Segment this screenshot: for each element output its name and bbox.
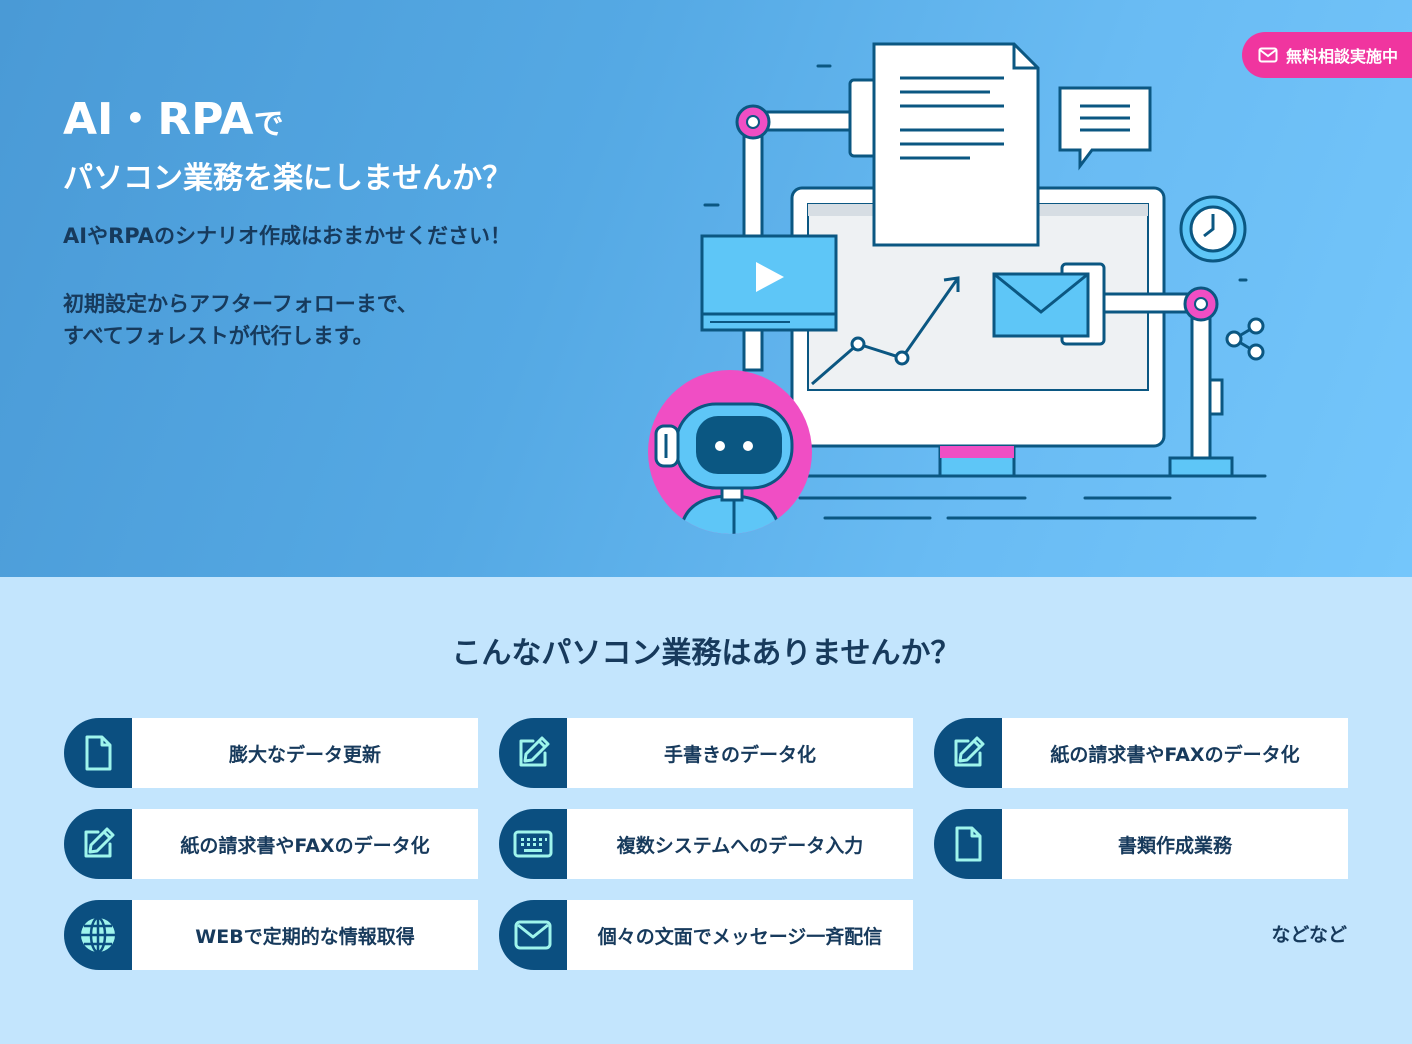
document-icon (64, 718, 132, 788)
problem-label: 紙の請求書やFAXのデータ化 (1002, 718, 1348, 788)
problem-card: WEBで定期的な情報取得 (64, 900, 478, 970)
globe-icon (64, 900, 132, 970)
problem-card: 手書きのデータ化 (499, 718, 913, 788)
problem-card: 個々の文面でメッセージ一斉配信 (499, 900, 913, 970)
hero-body-line1: 初期設定からアフターフォローまで、 (63, 292, 418, 316)
document-icon (934, 809, 1002, 879)
problem-card: 紙の請求書やFAXのデータ化 (934, 718, 1348, 788)
envelope-icon (499, 900, 567, 970)
free-consultation-button[interactable]: 無料相談実施中 (1242, 32, 1412, 78)
envelope-icon (1258, 47, 1278, 63)
problem-label: 複数システムへのデータ入力 (567, 809, 913, 879)
problem-card: 書類作成業務 (934, 809, 1348, 879)
hero-title: AI・RPAで パソコン業務を楽にしませんか？ (63, 92, 512, 203)
hero-lead: AIやRPAのシナリオ作成はおまかせください！ (63, 224, 511, 248)
etc-label: などなど (1271, 924, 1347, 946)
keyboard-icon (499, 809, 567, 879)
problem-label: 個々の文面でメッセージ一斉配信 (567, 900, 913, 970)
problem-label: 書類作成業務 (1002, 809, 1348, 879)
hero-title-main: AI・RPA (63, 94, 254, 145)
hero-title-line2: パソコン業務を楽にしませんか？ (63, 161, 513, 196)
problem-card: 紙の請求書やFAXのデータ化 (64, 809, 478, 879)
free-consultation-label: 無料相談実施中 (1286, 47, 1399, 66)
hero-title-suffix: で (253, 107, 284, 142)
problems-heading: こんなパソコン業務はありませんか？ (451, 636, 961, 671)
problem-card: 複数システムへのデータ入力 (499, 809, 913, 879)
edit-icon (499, 718, 567, 788)
problem-label: 紙の請求書やFAXのデータ化 (132, 809, 478, 879)
edit-icon (934, 718, 1002, 788)
hero-body: 初期設定からアフターフォローまで、 すべてフォレストが代行します。 (63, 288, 418, 352)
problem-card: 膨大なデータ更新 (64, 718, 478, 788)
hero-body-line2: すべてフォレストが代行します。 (63, 324, 374, 348)
rpa-illustration (648, 42, 1267, 534)
problem-label: 膨大なデータ更新 (132, 718, 478, 788)
edit-icon (64, 809, 132, 879)
problem-label: 手書きのデータ化 (567, 718, 913, 788)
problem-label: WEBで定期的な情報取得 (132, 900, 478, 970)
hero-section: AI・RPAで パソコン業務を楽にしませんか？ AIやRPAのシナリオ作成はおま… (0, 0, 1412, 577)
